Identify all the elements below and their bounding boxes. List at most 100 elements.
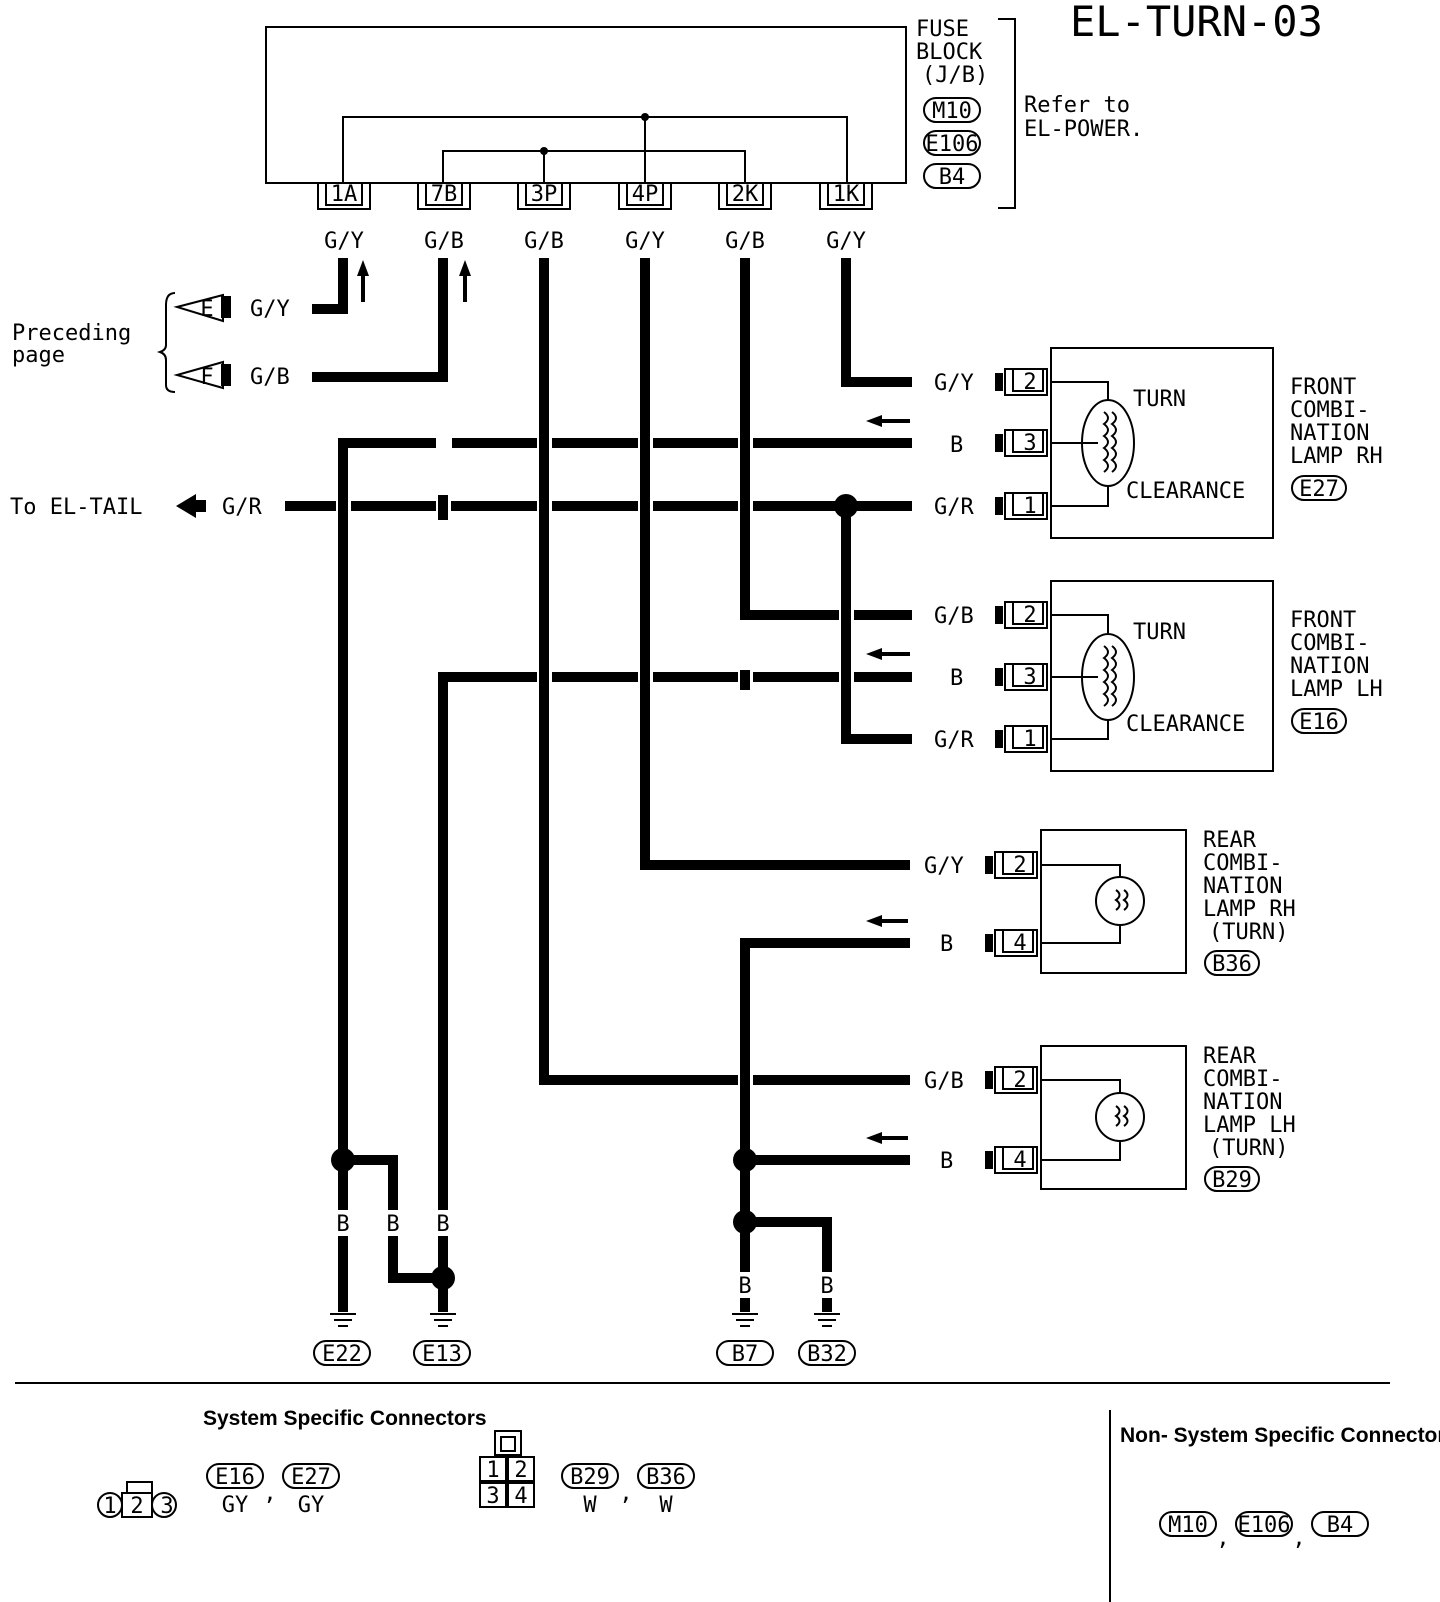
wire-color-label: G/Y	[324, 229, 364, 254]
connector-badge: E16	[215, 1465, 255, 1490]
connector-color: GY	[222, 1493, 249, 1518]
component-name: FRONT	[1290, 375, 1356, 400]
component-name: COMBI-	[1203, 851, 1282, 876]
svg-text:3: 3	[160, 1494, 173, 1519]
component-name: REAR	[1203, 828, 1257, 853]
refer-label: Refer to	[1024, 93, 1130, 118]
terminal-label: 1A	[331, 182, 358, 207]
bulb-icon	[1081, 633, 1135, 721]
fuse-terminal-1a: 1A G/Y	[317, 182, 371, 254]
wire-color-label: B	[336, 1212, 349, 1237]
fuse-block-label: (J/B)	[922, 63, 988, 88]
pin-label: 4	[1013, 931, 1026, 956]
wire-color-label: B	[950, 433, 963, 458]
wire-color-label: G/R	[934, 495, 974, 520]
wire-color-label: B	[950, 666, 963, 691]
component-name: LAMP LH	[1203, 1113, 1296, 1138]
fuse-block-label: BLOCK	[916, 40, 983, 65]
wire-color-label: G/Y	[924, 854, 964, 879]
connector-badge: M10	[1168, 1513, 1208, 1538]
pin-label: 3	[1023, 665, 1036, 690]
svg-text:1: 1	[103, 1494, 116, 1519]
lamp-box	[1040, 829, 1187, 974]
svg-text:3: 3	[486, 1484, 499, 1509]
rear-combination-lamp-rh: G/Y B 2 4 REAR COMBI- NATION LAMP RH (TU…	[924, 828, 1296, 977]
wire-color-label: B	[940, 1149, 953, 1174]
wire-color-label: G/Y	[625, 229, 665, 254]
svg-text:E: E	[200, 297, 213, 322]
pin-label: 2	[1013, 1068, 1026, 1093]
bulb-icon	[1095, 876, 1145, 926]
grounds: B B B B B E22 E13 B7 B32	[313, 1210, 856, 1367]
component-name: NATION	[1203, 874, 1282, 899]
lamp-box	[1040, 1045, 1187, 1190]
wire-color-label: G/Y	[250, 297, 290, 322]
svg-text:F: F	[200, 365, 213, 390]
ground-connector-badge: E22	[322, 1342, 362, 1367]
terminal-label: 4P	[632, 182, 659, 207]
bracket	[998, 18, 1016, 209]
ground-connector-badge: B32	[807, 1342, 847, 1367]
fuse-terminal-7b: 7B G/B	[417, 182, 471, 254]
turn-label: TURN	[1133, 387, 1186, 412]
connector-badge: B36	[1212, 952, 1252, 977]
fuse-block: 1A G/Y 7B G/B 3P G/B 4P G/Y 2K G/B 1K G/…	[265, 17, 1143, 254]
preceding-page-group: Preceding page E G/Y F G/B	[12, 292, 290, 393]
wire-color-label: G/B	[524, 229, 564, 254]
ground-symbol-icon	[732, 1313, 758, 1327]
connector-color: W	[659, 1493, 673, 1518]
wires	[176, 258, 912, 1312]
connector-badge: B4	[1327, 1513, 1354, 1538]
connector-color: W	[583, 1493, 597, 1518]
svg-text:,: ,	[1216, 1526, 1229, 1551]
ground-connector-badge: B7	[732, 1342, 759, 1367]
wire-color-label: G/B	[934, 604, 974, 629]
preceding-label: Preceding	[12, 321, 131, 346]
wire-color-label: B	[436, 1212, 449, 1237]
fuse-block-box	[265, 26, 907, 184]
connector-badge: B29	[1212, 1168, 1252, 1193]
svg-text:M10: M10	[932, 99, 972, 124]
connector-badge-b4: B4	[923, 163, 981, 190]
pin-label: 2	[1023, 370, 1036, 395]
svg-text:2: 2	[130, 1494, 143, 1519]
wire-color-label: G/Y	[826, 229, 866, 254]
pin-label: 4	[1013, 1148, 1026, 1173]
ground-connector-badge: E13	[422, 1342, 462, 1367]
connector-badge-e106: E106	[923, 130, 981, 157]
component-name: LAMP RH	[1203, 897, 1296, 922]
wire-color-label: B	[820, 1274, 833, 1299]
wire-color-label: G/R	[222, 495, 262, 520]
fuse-terminal-2k: 2K G/B	[718, 182, 772, 254]
wire-color-label: B	[940, 932, 953, 957]
svg-text:,: ,	[263, 1481, 276, 1506]
component-name: LAMP LH	[1290, 677, 1383, 702]
connector-badge: E27	[1299, 477, 1339, 502]
svg-text:,: ,	[1292, 1526, 1305, 1551]
connector-badge: B29	[570, 1465, 610, 1490]
connector-badge: E16	[1299, 710, 1339, 735]
wire-color-label: G/Y	[934, 371, 974, 396]
terminal-label: 1K	[833, 182, 860, 207]
clearance-label: CLEARANCE	[1126, 712, 1245, 737]
bulb-icon	[1081, 399, 1135, 487]
pin-label: 1	[1023, 727, 1036, 752]
wire-color-label: G/R	[934, 728, 974, 753]
component-name: FRONT	[1290, 608, 1356, 633]
svg-text:B4: B4	[939, 165, 966, 190]
pin-label: 2	[1023, 603, 1036, 628]
component-name: COMBI-	[1290, 631, 1369, 656]
front-combination-lamp-rh: G/Y B G/R 2 3 1 TURN CLEARANCE FRONT COM…	[934, 347, 1383, 539]
svg-text:4: 4	[514, 1484, 527, 1509]
connector-badge-m10: M10	[923, 97, 981, 124]
component-name: NATION	[1290, 654, 1369, 679]
fuse-block-label: FUSE	[916, 17, 969, 42]
component-name: LAMP RH	[1290, 444, 1383, 469]
fuse-terminal-3p: 3P G/B	[517, 182, 571, 254]
connector-f-icon: F	[173, 360, 231, 390]
ground-symbol-icon	[814, 1313, 840, 1327]
system-specific-title: System Specific Connectors	[203, 1407, 487, 1430]
wire-color-label: B	[386, 1212, 399, 1237]
pin-label: 2	[1013, 853, 1026, 878]
wire-color-label: G/B	[725, 229, 765, 254]
